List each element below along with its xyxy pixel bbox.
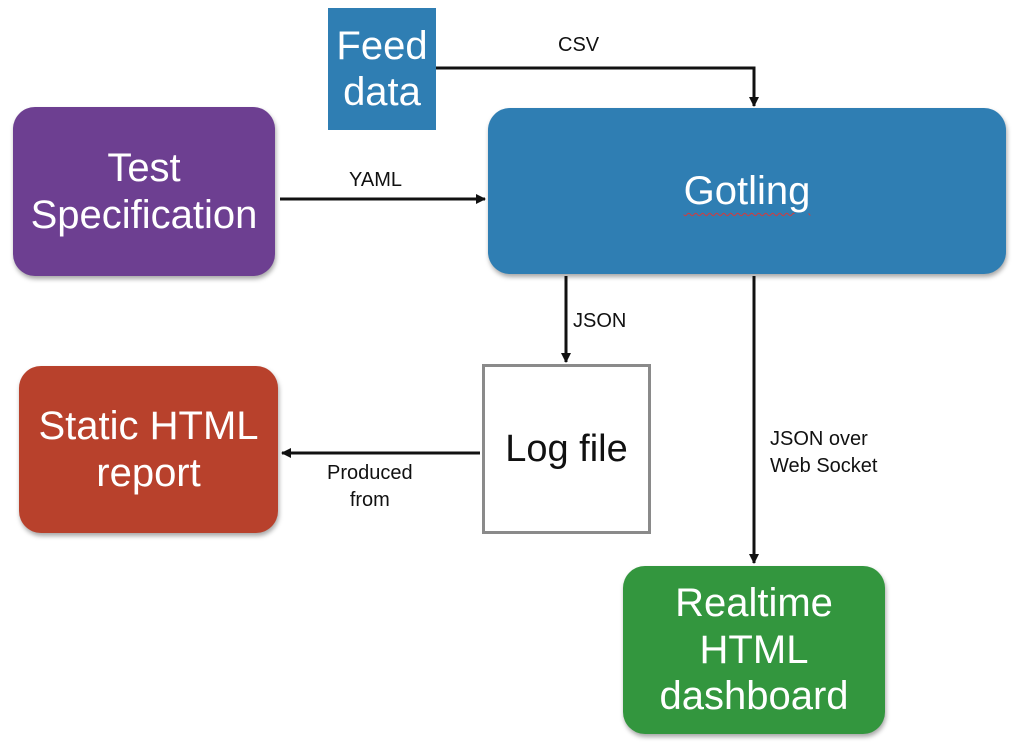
node-realtime-dashboard: Realtime HTML dashboard bbox=[623, 566, 885, 734]
dashboard-line-1: Realtime bbox=[675, 581, 833, 626]
produced-from-line-2: from bbox=[349, 489, 390, 511]
yaml-label: YAML bbox=[349, 169, 402, 191]
edge-label-yaml: YAML bbox=[349, 167, 402, 194]
static-report-line-2: report bbox=[96, 450, 201, 495]
feed-data-line-2: data bbox=[343, 70, 421, 114]
csv-label: CSV bbox=[558, 34, 600, 56]
produced-from-line-1: Produced bbox=[327, 462, 413, 484]
static-report-line-1: Static HTML bbox=[38, 404, 259, 449]
node-feed-data: Feed data bbox=[328, 8, 436, 130]
node-log-file: Log file bbox=[482, 364, 651, 534]
edge-label-csv: CSV bbox=[558, 32, 599, 59]
log-file-label: Log file bbox=[505, 427, 628, 470]
json-websocket-line-2: Web Socket bbox=[770, 455, 878, 477]
node-gotling: Gotling bbox=[488, 108, 1006, 274]
feed-data-line-1: Feed bbox=[336, 23, 428, 68]
dashboard-line-2: HTML bbox=[699, 627, 809, 672]
gotling-label: Gotling bbox=[683, 168, 811, 213]
json-label: JSON bbox=[573, 310, 627, 332]
node-test-specification: Test Specification bbox=[13, 107, 275, 276]
edge-label-produced-from: Produced from bbox=[327, 460, 413, 514]
json-websocket-line-1: JSON over bbox=[770, 428, 868, 450]
arrow-csv bbox=[436, 66, 759, 107]
test-specification-line-2: Specification bbox=[30, 192, 258, 237]
edge-label-json: JSON bbox=[573, 308, 626, 335]
edge-label-json-websocket: JSON over Web Socket bbox=[770, 426, 877, 480]
node-static-html-report: Static HTML report bbox=[19, 366, 278, 533]
test-specification-line-1: Test bbox=[107, 146, 181, 191]
dashboard-line-3: dashboard bbox=[659, 674, 849, 719]
